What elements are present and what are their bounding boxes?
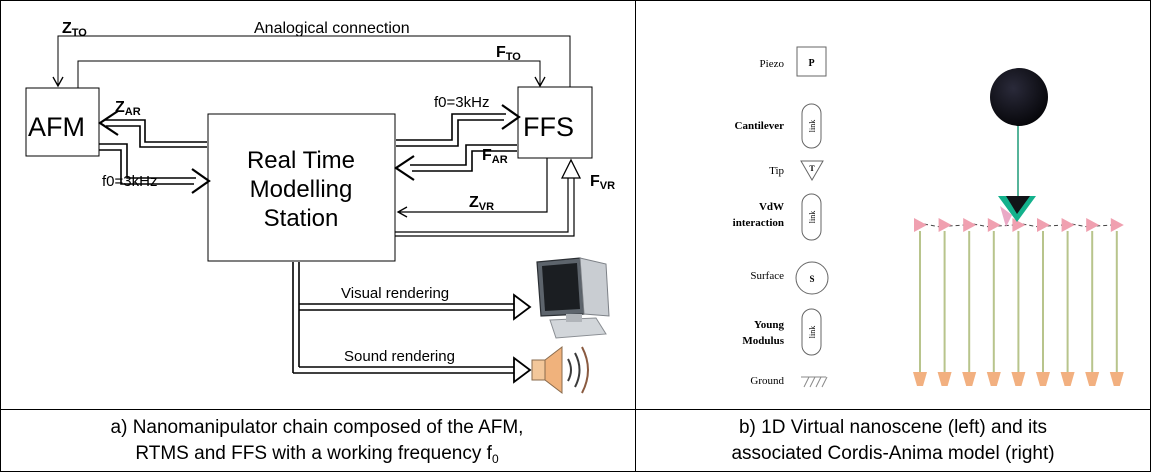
rtms-label-line-3: Station: [264, 205, 339, 232]
tip-marker: [998, 196, 1036, 227]
rtms-label-line-1: Real Time: [247, 147, 355, 174]
f-ar-label: FAR: [482, 147, 508, 166]
visual-rendering-label: Visual rendering: [341, 285, 449, 302]
f0-right-label: f0=3kHz: [434, 94, 489, 111]
legend-label-cantilever: Cantilever: [735, 120, 785, 132]
surface-symbol: [795, 261, 829, 295]
analogical-connection-label: Analogical connection: [254, 20, 410, 37]
surface-mass: [1086, 218, 1100, 232]
rendering-arrows: [292, 262, 532, 384]
ground-anchor: [1060, 372, 1075, 386]
ground-anchor: [1109, 372, 1124, 386]
surface-link: [1071, 223, 1089, 228]
afm-label: AFM: [28, 112, 85, 142]
cantilever-link-text: link: [808, 120, 817, 132]
surface-mass: [987, 218, 1001, 232]
surface-link: [1022, 223, 1040, 228]
ffs-box: [517, 86, 593, 159]
surface-mass: [1037, 218, 1050, 232]
young-link-symbol: [801, 308, 822, 356]
surface-mass: [963, 218, 977, 232]
rtms-box: [207, 113, 396, 262]
caption-a-line-1: a) Nanomanipulator chain composed of the…: [111, 417, 524, 438]
surface-mass: [1061, 218, 1075, 232]
caption-b-line-2: associated Cordis-Anima model (right): [731, 443, 1054, 464]
nanomanipulator-diagram: AFM FFS Real Time Modelling Station ZTO …: [25, 20, 615, 395]
legend-label-surface: Surface: [750, 270, 784, 282]
piezo-sphere: [990, 68, 1048, 126]
surface-link: [1096, 224, 1113, 227]
rtms-ffs-arrows: [394, 104, 521, 181]
ground-anchor: [986, 372, 1001, 386]
legend-label-tip: Tip: [769, 165, 784, 177]
legend-label-vdw-line-1: VdW: [759, 201, 784, 213]
z-ar-label: ZAR: [115, 99, 141, 118]
ground-symbol: [801, 376, 828, 388]
ground-anchor: [937, 372, 952, 386]
piezo-symbol: [796, 46, 827, 77]
analogical-connection-line: [52, 35, 571, 88]
surface-mass: [1012, 218, 1026, 232]
tip-symbol-text: T: [809, 164, 815, 173]
f-vr-connection: [395, 158, 582, 237]
nanoscene-render: [913, 68, 1124, 386]
ground-anchor: [913, 372, 927, 386]
surface-mass: [914, 218, 927, 232]
z-vr-connection-line: [396, 158, 548, 218]
ground-anchor: [1011, 372, 1026, 386]
surface-link: [973, 223, 990, 228]
caption-b-line-1: b) 1D Virtual nanoscene (left) and its: [739, 417, 1047, 438]
z-vr-label: ZVR: [469, 194, 494, 213]
young-link-text: link: [808, 326, 817, 338]
caption-a-line-2: RTMS and FFS with a working frequency f0: [135, 443, 499, 466]
f0-left-label: f0=3kHz: [102, 173, 157, 190]
f-to-label: FTO: [496, 44, 521, 63]
surface-link: [1046, 224, 1064, 227]
rtms-label-line-2: Modelling: [250, 176, 353, 203]
z-to-label: ZTO: [62, 20, 87, 39]
legend-label-ground: Ground: [750, 375, 784, 387]
surface-mass: [1110, 218, 1124, 232]
surface-link: [923, 223, 941, 228]
f-vr-label: FVR: [590, 173, 615, 192]
surface-mass: [938, 218, 952, 232]
cordis-anima-legend: Piezo Cantilever Tip VdW interaction Sur…: [733, 46, 829, 388]
ground-anchor: [1085, 372, 1100, 386]
legend-label-vdw-line-2: interaction: [733, 217, 784, 229]
speaker-icon: [531, 345, 589, 395]
legend-label-young-line-2: Modulus: [742, 335, 784, 347]
afm-box: [25, 87, 100, 157]
ffs-label: FFS: [523, 112, 574, 142]
legend-label-young-line-1: Young: [754, 319, 784, 331]
cantilever-link-symbol: [801, 103, 822, 149]
ground-anchor: [1036, 372, 1050, 386]
surface-link: [948, 224, 966, 227]
vdw-link-symbol: [801, 193, 822, 241]
z-to-connection-line: [77, 60, 546, 88]
piezo-symbol-text: P: [808, 58, 814, 69]
monitor-icon: [536, 257, 610, 339]
legend-label-piezo: Piezo: [760, 58, 785, 70]
afm-rtms-arrows: [98, 110, 211, 194]
tip-symbol: [800, 160, 824, 181]
vdw-link-text: link: [808, 211, 817, 223]
surface-symbol-text: S: [809, 274, 814, 284]
surface-chain: [913, 218, 1124, 386]
sound-rendering-label: Sound rendering: [344, 348, 455, 365]
ground-anchor: [962, 372, 977, 386]
